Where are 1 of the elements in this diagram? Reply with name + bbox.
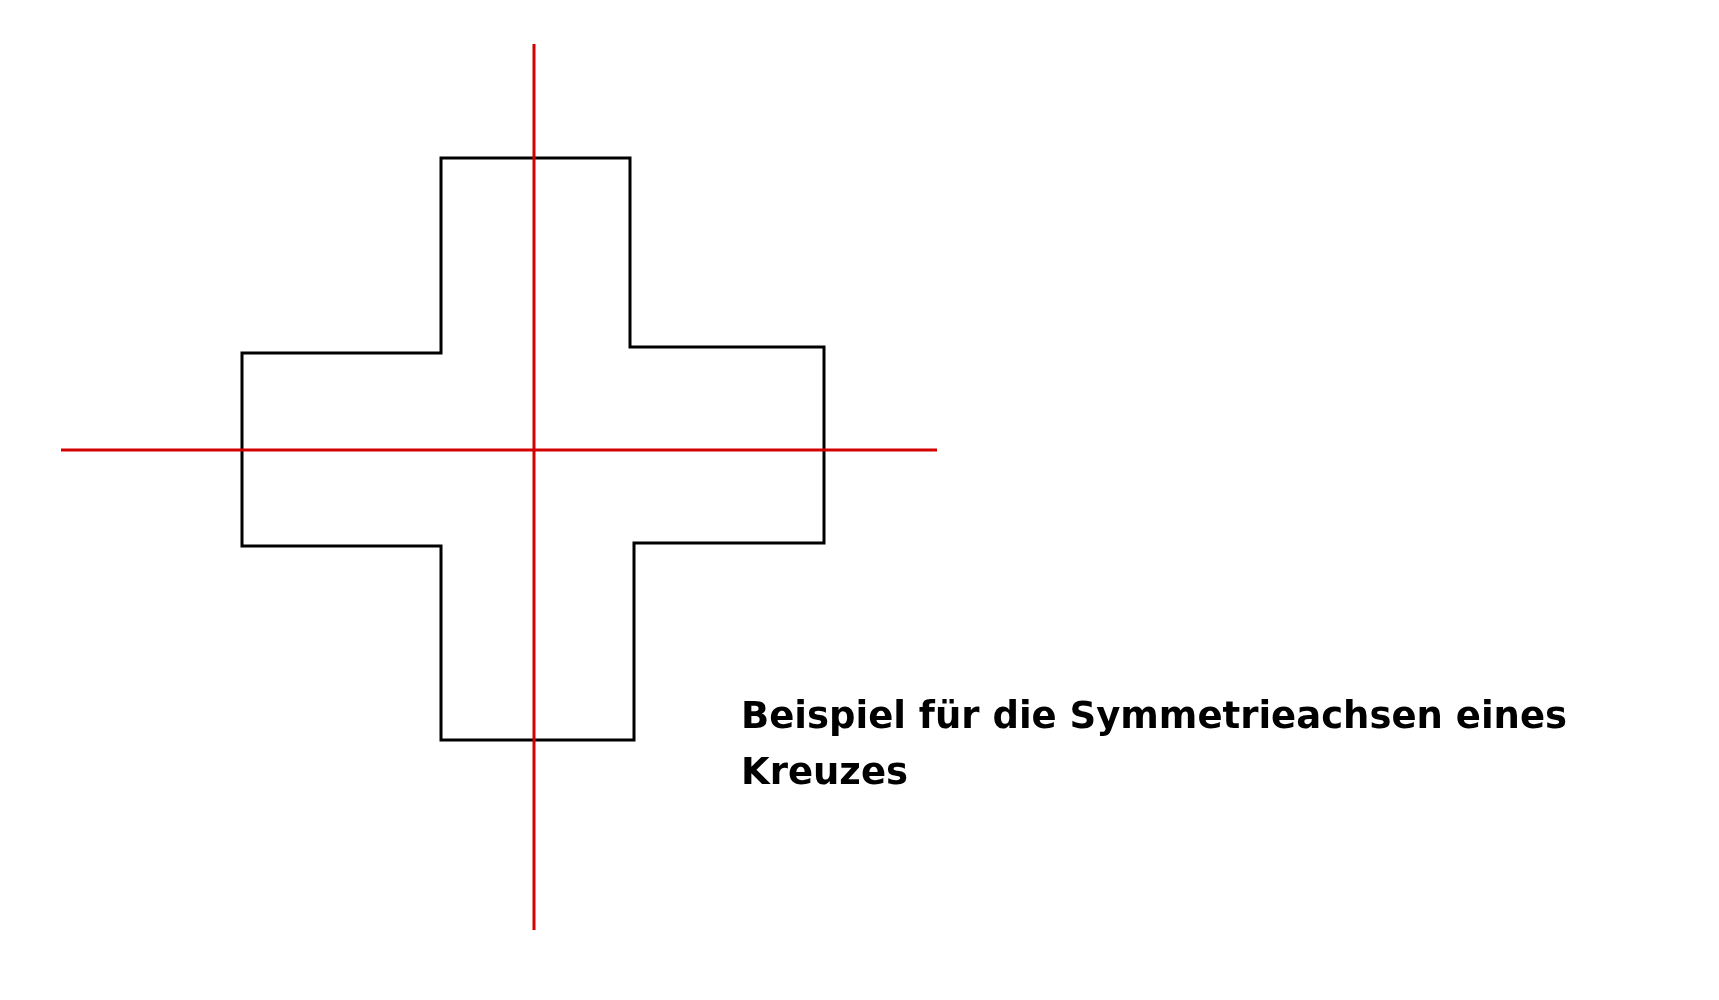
caption: Beispiel für die Symmetrieachsen eines Kreuzes	[741, 693, 1569, 795]
